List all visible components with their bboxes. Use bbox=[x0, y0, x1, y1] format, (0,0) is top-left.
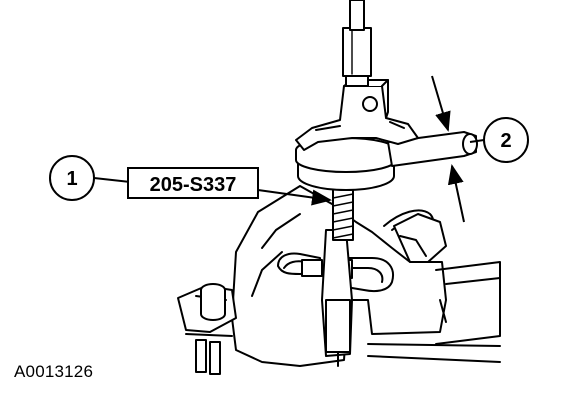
tool-leader-arrow bbox=[257, 189, 332, 206]
forcing-screw bbox=[342, 0, 372, 87]
post-pin bbox=[200, 283, 226, 321]
clevis-left bbox=[277, 252, 323, 277]
rotation-arrows bbox=[431, 75, 465, 223]
callout-2: 2 bbox=[469, 117, 529, 163]
tool-number: 205-S337 bbox=[150, 174, 237, 196]
puller-yoke bbox=[295, 79, 419, 151]
callout-1: 1 bbox=[49, 155, 131, 201]
callout-1-number: 1 bbox=[66, 168, 77, 190]
tool-label: 205-S337 bbox=[127, 167, 332, 206]
arrow-up bbox=[447, 164, 465, 223]
callout-2-number: 2 bbox=[500, 130, 511, 152]
figure-id: A0013126 bbox=[14, 362, 94, 381]
frame-plate bbox=[367, 261, 501, 363]
lower-studs bbox=[185, 333, 233, 375]
callout-2-leader bbox=[469, 139, 485, 143]
callout-1-leader bbox=[93, 177, 131, 183]
center-column bbox=[321, 229, 353, 367]
arrow-down bbox=[431, 75, 451, 132]
threaded-bolt bbox=[332, 181, 354, 241]
